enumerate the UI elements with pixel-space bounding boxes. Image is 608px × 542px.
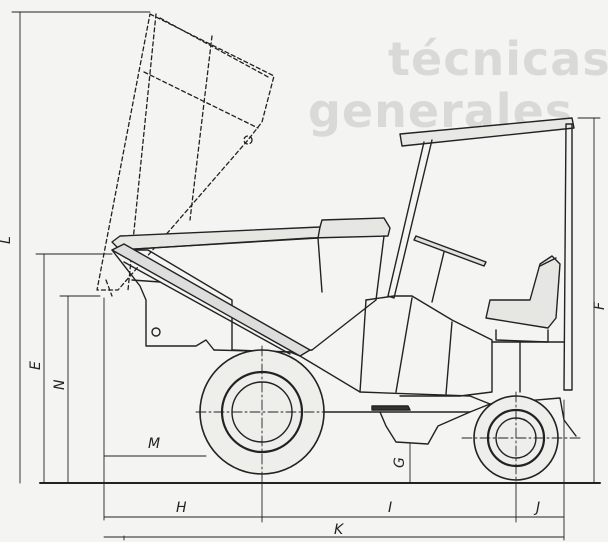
dim-label-n: N	[52, 379, 68, 390]
dim-label-h: H	[176, 500, 187, 516]
dimension-letters: L E N M G F H I J K	[0, 236, 608, 538]
dim-label-f: F	[592, 301, 608, 310]
operator-seat	[485, 255, 561, 343]
main-frame	[213, 349, 577, 445]
skip-body	[111, 217, 391, 353]
dim-label-l: L	[0, 236, 14, 244]
dim-label-k: K	[334, 522, 345, 538]
background-title-line1: técnicas	[388, 32, 608, 86]
front-chassis	[111, 249, 215, 351]
dim-label-g: G	[392, 457, 408, 468]
front-wheel	[195, 345, 333, 479]
dim-label-m: M	[148, 436, 160, 452]
rops-canopy	[387, 117, 575, 391]
rear-wheel	[461, 391, 581, 485]
skip-hydraulic-arm	[111, 243, 311, 357]
steering-wheel	[413, 235, 487, 303]
dimension-lines	[11, 11, 601, 541]
dim-label-i: I	[388, 500, 392, 516]
dim-label-j: J	[533, 500, 540, 516]
dim-label-e: E	[28, 361, 44, 370]
